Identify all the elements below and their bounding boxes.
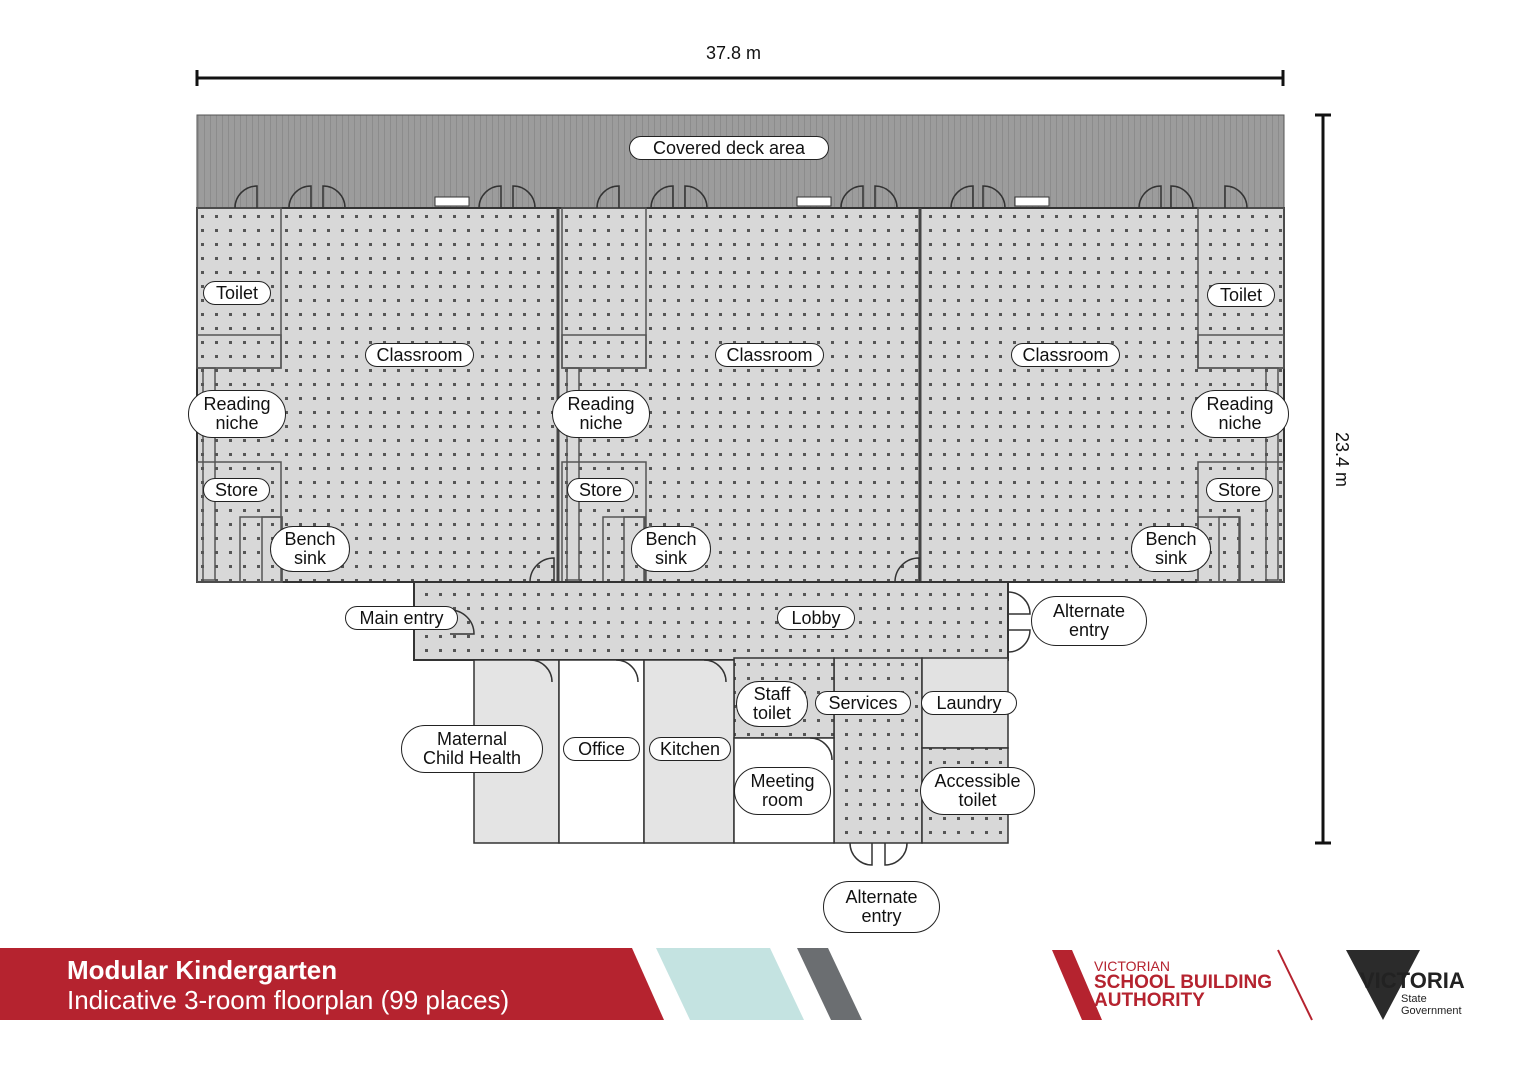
- reading-niche-label-1: Reading niche: [188, 390, 286, 438]
- reading-niche-1-line1: Reading: [203, 394, 271, 414]
- bench-sink-2-line2: sink: [654, 548, 687, 568]
- accessible-toilet-line1: Accessible: [934, 771, 1021, 791]
- lobby-label: Lobby: [777, 606, 855, 630]
- interior-doors: [449, 557, 1031, 866]
- classroom-label-1: Classroom: [365, 343, 474, 367]
- services-label: Services: [815, 691, 911, 715]
- reading-niche-2-line1: Reading: [567, 394, 635, 414]
- lobby-floor: [413, 581, 1009, 661]
- vsba-logo-line3: AUTHORITY: [1094, 990, 1205, 1011]
- deck-doors: [234, 185, 1248, 209]
- mch-line2: Child Health: [422, 748, 522, 768]
- office-label: Office: [563, 737, 640, 761]
- vsba-logo-line1: VICTORIAN: [1094, 958, 1170, 974]
- services-corridor-floor: [833, 657, 923, 844]
- victoria-logo-mark: [1346, 950, 1420, 1020]
- banner-teal-stripe: [656, 948, 804, 1020]
- reading-niche-2-line2: niche: [579, 413, 623, 433]
- bench-sink-label-2: Bench sink: [631, 526, 711, 572]
- toilet-label-1: Toilet: [203, 281, 271, 305]
- classroom-label-3: Classroom: [1011, 343, 1120, 367]
- bench-sink-1-line2: sink: [293, 548, 326, 568]
- victoria-logo-name: VICTORIA: [1360, 968, 1465, 993]
- deck-benches: [434, 196, 1050, 207]
- alt-entry-south-line2: entry: [861, 906, 902, 926]
- reading-niche-3-line1: Reading: [1206, 394, 1274, 414]
- banner-red-band: [0, 948, 664, 1020]
- main-entry-label: Main entry: [345, 606, 458, 630]
- staff-toilet-label: Staff toilet: [736, 681, 808, 727]
- maternal-child-health-label: Maternal Child Health: [401, 725, 543, 773]
- bench-sink-label-3: Bench sink: [1131, 526, 1211, 572]
- laundry-label: Laundry: [921, 691, 1017, 715]
- bench-sink-2-line1: Bench: [645, 529, 697, 549]
- meeting-room-line1: Meeting: [750, 771, 815, 791]
- bench-sink-3-line1: Bench: [1145, 529, 1197, 549]
- accessible-toilet-line2: toilet: [958, 790, 997, 810]
- store-label-3: Store: [1206, 478, 1273, 502]
- alt-entry-east-line2: entry: [1068, 620, 1110, 640]
- alternate-entry-label-south: Alternate entry: [823, 881, 940, 933]
- victoria-logo-sub1: State: [1401, 993, 1427, 1005]
- store-label-1: Store: [203, 478, 270, 502]
- bench-sink-1-line1: Bench: [284, 529, 336, 549]
- reading-niche-label-2: Reading niche: [552, 390, 650, 438]
- meeting-room-label: Meeting room: [734, 767, 831, 815]
- banner-subtitle: Indicative 3-room floorplan (99 places): [67, 985, 510, 1015]
- victoria-logo-sub2: Government: [1401, 1005, 1462, 1017]
- staff-toilet-line2: toilet: [752, 703, 792, 723]
- width-dimension-text: 37.8 m: [706, 43, 762, 63]
- width-dimension-line: [195, 70, 1285, 86]
- reading-niche-label-3: Reading niche: [1191, 390, 1289, 438]
- accessible-toilet-label: Accessible toilet: [920, 767, 1035, 815]
- vsba-logo-mark: [1052, 950, 1102, 1020]
- store-label-2: Store: [567, 478, 634, 502]
- vsba-logo-slash: [1277, 949, 1313, 1021]
- toilet-label-3: Toilet: [1207, 283, 1275, 307]
- classroom-wing-floor: [196, 207, 1285, 583]
- alt-entry-east-line1: Alternate: [1052, 601, 1126, 621]
- kitchen-label: Kitchen: [649, 737, 731, 761]
- reading-niche-1-line2: niche: [215, 413, 259, 433]
- vsba-logo-line2: SCHOOL BUILDING: [1094, 972, 1273, 993]
- alternate-entry-label-east: Alternate entry: [1031, 596, 1147, 646]
- alt-entry-south-line1: Alternate: [845, 887, 918, 907]
- mch-line1: Maternal: [436, 729, 508, 749]
- bench-sink-3-line2: sink: [1154, 548, 1187, 568]
- covered-deck: [196, 114, 1285, 209]
- reading-niche-3-line2: niche: [1218, 413, 1262, 433]
- meeting-room-line2: room: [761, 790, 803, 810]
- bench-sink-label-1: Bench sink: [270, 526, 350, 572]
- classroom-label-2: Classroom: [715, 343, 824, 367]
- height-dimension-line: [1315, 113, 1331, 845]
- banner-grey-stripe: [797, 948, 862, 1020]
- height-dimension-text: 23.4 m: [1332, 432, 1352, 488]
- staff-toilet-line1: Staff: [753, 684, 791, 704]
- banner-title: Modular Kindergarten: [67, 955, 338, 985]
- covered-deck-label: Covered deck area: [629, 136, 829, 160]
